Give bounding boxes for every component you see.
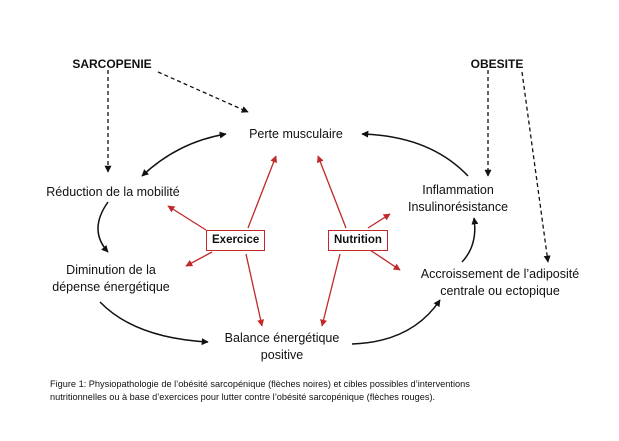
red-arrow-nutrition-to-muscle-loss <box>317 155 347 229</box>
inflammation-line2: Insulinorésistance <box>407 200 509 214</box>
arrow-sarcopenia-to-muscle-loss <box>157 71 249 113</box>
red-arrow-nutrition-to-inflammation <box>367 213 391 229</box>
energy-expenditure-line2: dépense énergétique <box>52 280 170 294</box>
red-arrow-exercise-to-balance <box>245 253 265 327</box>
caption-line1: Figure 1: Physiopathologie de l’obésité … <box>50 379 470 389</box>
energy-expenditure-line1: Diminution de la <box>66 263 156 277</box>
inflammation-line1: Inflammation <box>422 183 494 197</box>
red-arrow-exercise-to-mobility <box>167 205 207 231</box>
caption-line2: nutritionnelles ou à base d’exercices po… <box>50 392 436 402</box>
exercise-box: Exercice <box>206 230 266 251</box>
adiposity-line1: Accroissement de l’adiposité <box>420 267 580 281</box>
arrow-muscle-loss-mobility <box>141 131 227 177</box>
figure-caption: Figure 1: Physiopathologie de l’obésité … <box>50 378 570 404</box>
red-arrow-nutrition-to-balance <box>320 253 341 327</box>
red-arrow-exercise-to-expenditure <box>185 251 213 267</box>
muscle-loss-node: Perte musculaire <box>249 127 343 141</box>
arrow-adiposity-to-inflammation <box>461 217 479 263</box>
sarcopenia-label: SARCOPENIE <box>72 57 152 71</box>
arrow-balance-to-adiposity <box>351 299 441 345</box>
nutrition-box: Nutrition <box>328 230 388 251</box>
arrow-obesity-to-adiposity <box>521 71 551 263</box>
arrow-expenditure-to-balance <box>99 301 209 346</box>
obesity-label: OBESITE <box>470 57 524 71</box>
arrow-inflammation-to-muscle-loss <box>361 130 469 177</box>
red-arrow-nutrition-to-adiposity <box>369 249 401 271</box>
adiposity-line2: centrale ou ectopique <box>440 284 560 298</box>
energy-balance-line2: positive <box>260 348 304 362</box>
reduced-mobility-node: Réduction de la mobilité <box>46 185 180 199</box>
energy-balance-line1: Balance énergétique <box>224 331 340 345</box>
arrow-mobility-to-expenditure <box>97 201 109 253</box>
red-arrow-exercise-to-muscle-loss <box>247 155 277 229</box>
